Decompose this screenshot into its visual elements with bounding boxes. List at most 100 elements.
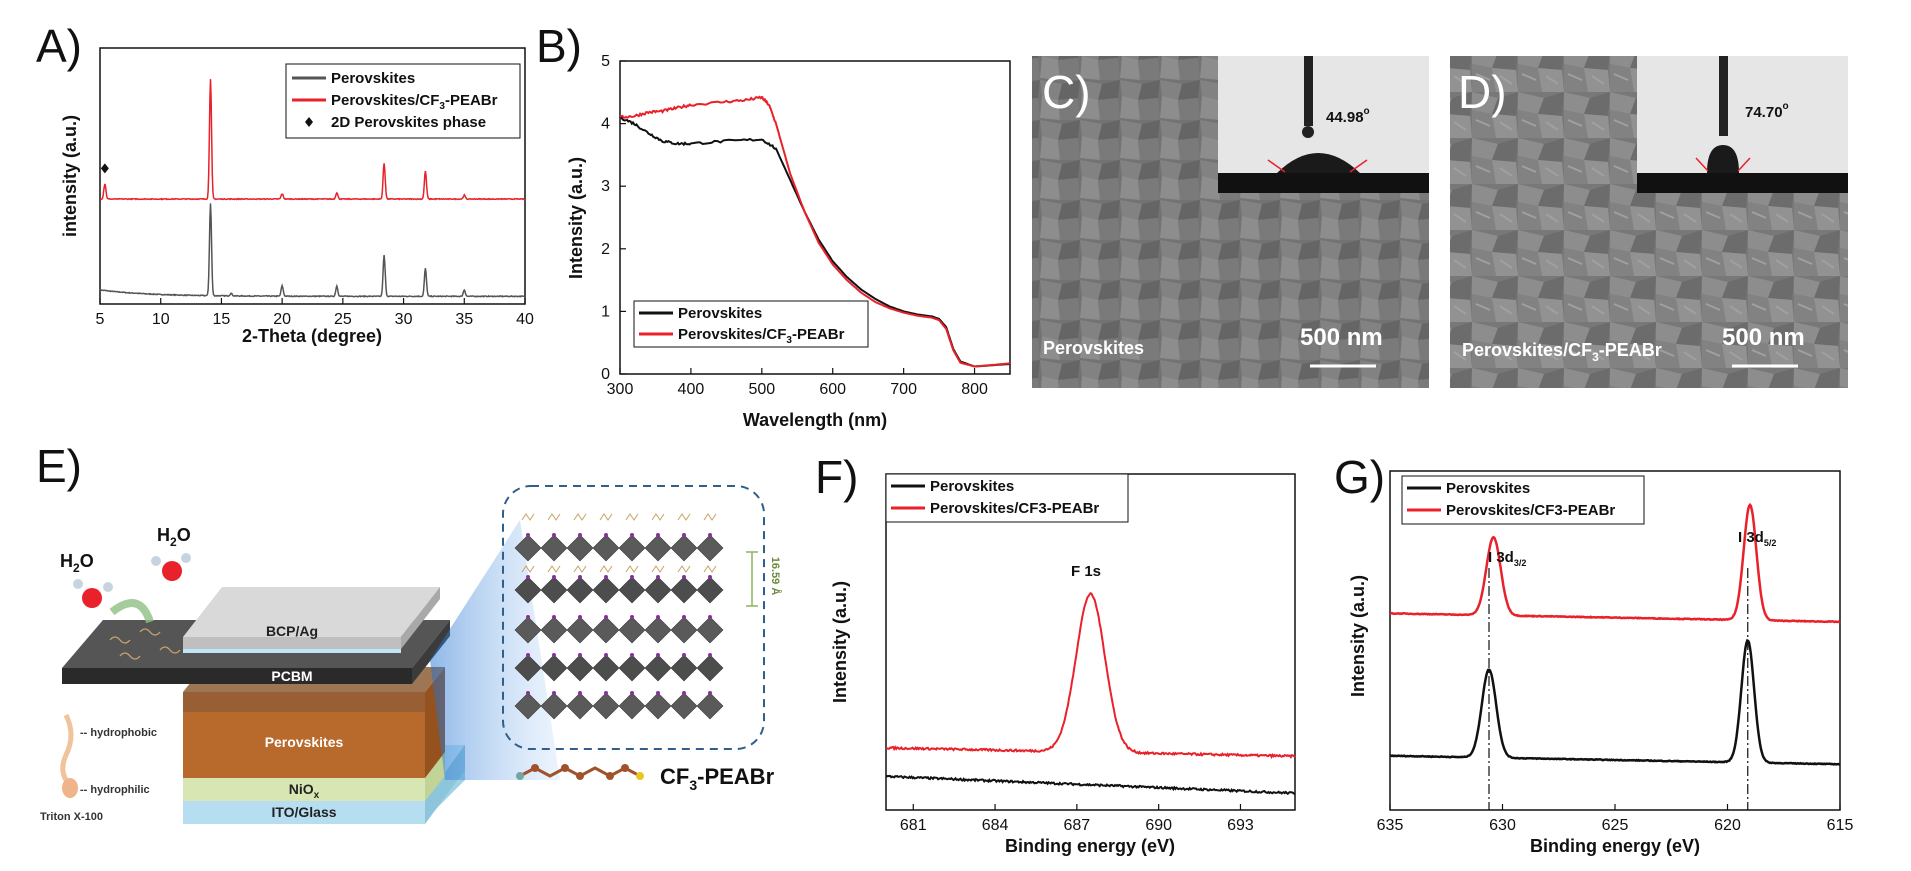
interlayer-spacing: 16.59 Å bbox=[769, 557, 782, 596]
layer-bcp-ag: BCP/Ag bbox=[266, 623, 318, 639]
panel-d-contact-angle-inset bbox=[1637, 56, 1848, 193]
legend-b-cf3-peabr: Perovskites/CF3-PEABr bbox=[678, 326, 845, 346]
panel-label-d: D) bbox=[1458, 66, 1507, 118]
panel-a-legend: Perovskites Perovskites/CF3-PEABr 2D Per… bbox=[285, 63, 521, 139]
x-tick-label: 681 bbox=[900, 817, 927, 834]
x-tick-label: 600 bbox=[819, 381, 846, 398]
panel-b-ticks: 300 400 500 600 700 800 0 1 2 3 4 5 bbox=[601, 53, 988, 398]
panel-a-x-label: 2-Theta (degree) bbox=[242, 326, 382, 346]
water-label-1: H2O bbox=[60, 551, 94, 575]
y-tick-label: 5 bbox=[601, 53, 610, 70]
panel-label-a: A) bbox=[36, 20, 82, 72]
panel-f-y-label: Intensity (a.u.) bbox=[830, 581, 850, 703]
legend-diamond-icon bbox=[305, 117, 313, 127]
panel-g-x-label: Binding energy (eV) bbox=[1530, 836, 1700, 856]
panel-label-e: E) bbox=[36, 440, 82, 492]
y-tick-label: 4 bbox=[601, 116, 610, 133]
legend-g-perovskites: Perovskites bbox=[1446, 480, 1530, 497]
water-label-2: H2O bbox=[157, 525, 191, 549]
legend-a-2d-phase: 2D Perovskites phase bbox=[331, 114, 486, 131]
panel-b-series-cf3-peabr bbox=[620, 95, 1011, 368]
panel-g-legend: Perovskites Perovskites/CF3-PEABr bbox=[1401, 475, 1645, 525]
panel-f-peak-label: F 1s bbox=[1071, 563, 1101, 580]
x-tick-label: 30 bbox=[395, 311, 413, 328]
panel-a-y-label: intensity (a.u.) bbox=[60, 115, 80, 237]
panel-label-c: C) bbox=[1042, 66, 1091, 118]
x-tick-label: 35 bbox=[455, 311, 473, 328]
x-tick-label: 630 bbox=[1489, 817, 1516, 834]
panel-d-sample-label: Perovskites/CF3-PEABr bbox=[1462, 340, 1662, 364]
x-tick-label: 15 bbox=[213, 311, 231, 328]
panel-f-x-label: Binding energy (eV) bbox=[1005, 836, 1175, 856]
panel-a-x-ticks: 5 10 15 20 25 30 35 40 bbox=[96, 298, 534, 328]
panel-b-legend: Perovskites Perovskites/CF3-PEABr bbox=[633, 300, 869, 348]
panel-b-frame bbox=[619, 60, 1011, 375]
layer-perovskites: Perovskites bbox=[265, 734, 344, 750]
molecule-name: CF3-PEABr bbox=[660, 764, 775, 793]
layer-niox: NiOx bbox=[289, 781, 320, 801]
x-tick-label: 700 bbox=[890, 381, 917, 398]
panel-label-f: F) bbox=[815, 451, 858, 503]
panel-c-sample-label: Perovskites bbox=[1043, 338, 1144, 358]
x-tick-label: 25 bbox=[334, 311, 352, 328]
panel-a-series-cf3-peabr bbox=[99, 79, 526, 201]
legend-b-perovskites: Perovskites bbox=[678, 305, 762, 322]
x-tick-label: 635 bbox=[1377, 817, 1404, 834]
legend-f-perovskites: Perovskites bbox=[930, 478, 1014, 495]
panel-c-sem-image: 44.98o bbox=[1032, 56, 1429, 388]
legend-a-cf3-peabr: Perovskites/CF3-PEABr bbox=[331, 92, 498, 112]
panel-g-peak-label-3d32: I 3d3/2 bbox=[1488, 549, 1526, 568]
x-tick-label: 500 bbox=[748, 381, 775, 398]
x-tick-label: 800 bbox=[961, 381, 988, 398]
x-tick-label: 10 bbox=[152, 311, 170, 328]
hydrophilic-label: -- hydrophilic bbox=[80, 784, 150, 796]
layer-ito-glass: ITO/Glass bbox=[271, 804, 336, 820]
x-tick-label: 693 bbox=[1227, 817, 1254, 834]
panel-g-y-label: Intensity (a.u.) bbox=[1348, 575, 1368, 697]
panel-a-series-perovskites bbox=[99, 203, 526, 298]
panel-g-series-perovskites bbox=[1389, 638, 1840, 766]
panel-d-contact-angle: 74.70o bbox=[1745, 101, 1789, 121]
legend-g-cf3-peabr: Perovskites/CF3-PEABr bbox=[1446, 502, 1615, 519]
panel-d-sem-image: 74.70o bbox=[1450, 56, 1848, 388]
panel-f-series-cf3-peabr bbox=[885, 591, 1296, 759]
panel-b-y-label: Intensity (a.u.) bbox=[566, 157, 586, 279]
y-tick-label: 0 bbox=[601, 366, 610, 383]
panel-c-contact-angle: 44.98o bbox=[1326, 106, 1370, 126]
x-tick-label: 615 bbox=[1827, 817, 1854, 834]
panel-f-series-perovskites bbox=[885, 774, 1296, 796]
surfactant-tail-icon bbox=[60, 713, 74, 787]
panel-label-b: B) bbox=[536, 20, 582, 72]
y-tick-label: 2 bbox=[601, 241, 610, 258]
panel-b-x-label: Wavelength (nm) bbox=[743, 410, 887, 430]
legend-f-cf3-peabr: Perovskites/CF3-PEABr bbox=[930, 500, 1099, 517]
surfactant-name: Triton X-100 bbox=[40, 811, 103, 823]
x-tick-label: 20 bbox=[273, 311, 291, 328]
panel-c-scale-text: 500 nm bbox=[1300, 324, 1383, 351]
panel-g-peak-label-3d52: I 3d5/2 bbox=[1738, 529, 1776, 548]
panel-a-2d-phase-marker bbox=[100, 163, 109, 174]
cf3-peabr-molecule-icon bbox=[516, 764, 644, 780]
panel-f-frame bbox=[885, 473, 1296, 811]
layer-pcbm: PCBM bbox=[271, 668, 312, 684]
y-tick-label: 3 bbox=[601, 178, 610, 195]
crystal-structure-inset bbox=[502, 485, 765, 750]
panel-a-frame bbox=[99, 47, 526, 305]
water-molecule-icon bbox=[73, 553, 191, 624]
x-tick-label: 40 bbox=[516, 311, 534, 328]
panel-d-scale-text: 500 nm bbox=[1722, 324, 1805, 351]
panel-label-g: G) bbox=[1334, 451, 1385, 503]
hydrophobic-label: -- hydrophobic bbox=[80, 727, 157, 739]
legend-a-perovskites: Perovskites bbox=[331, 70, 415, 87]
x-tick-label: 690 bbox=[1145, 817, 1172, 834]
panel-b-series-perovskites bbox=[619, 115, 1011, 368]
y-tick-label: 1 bbox=[601, 303, 610, 320]
x-tick-label: 5 bbox=[96, 311, 105, 328]
x-tick-label: 300 bbox=[607, 381, 634, 398]
panel-g-series-cf3-peabr bbox=[1389, 502, 1841, 624]
x-tick-label: 400 bbox=[678, 381, 705, 398]
x-tick-label: 684 bbox=[982, 817, 1009, 834]
